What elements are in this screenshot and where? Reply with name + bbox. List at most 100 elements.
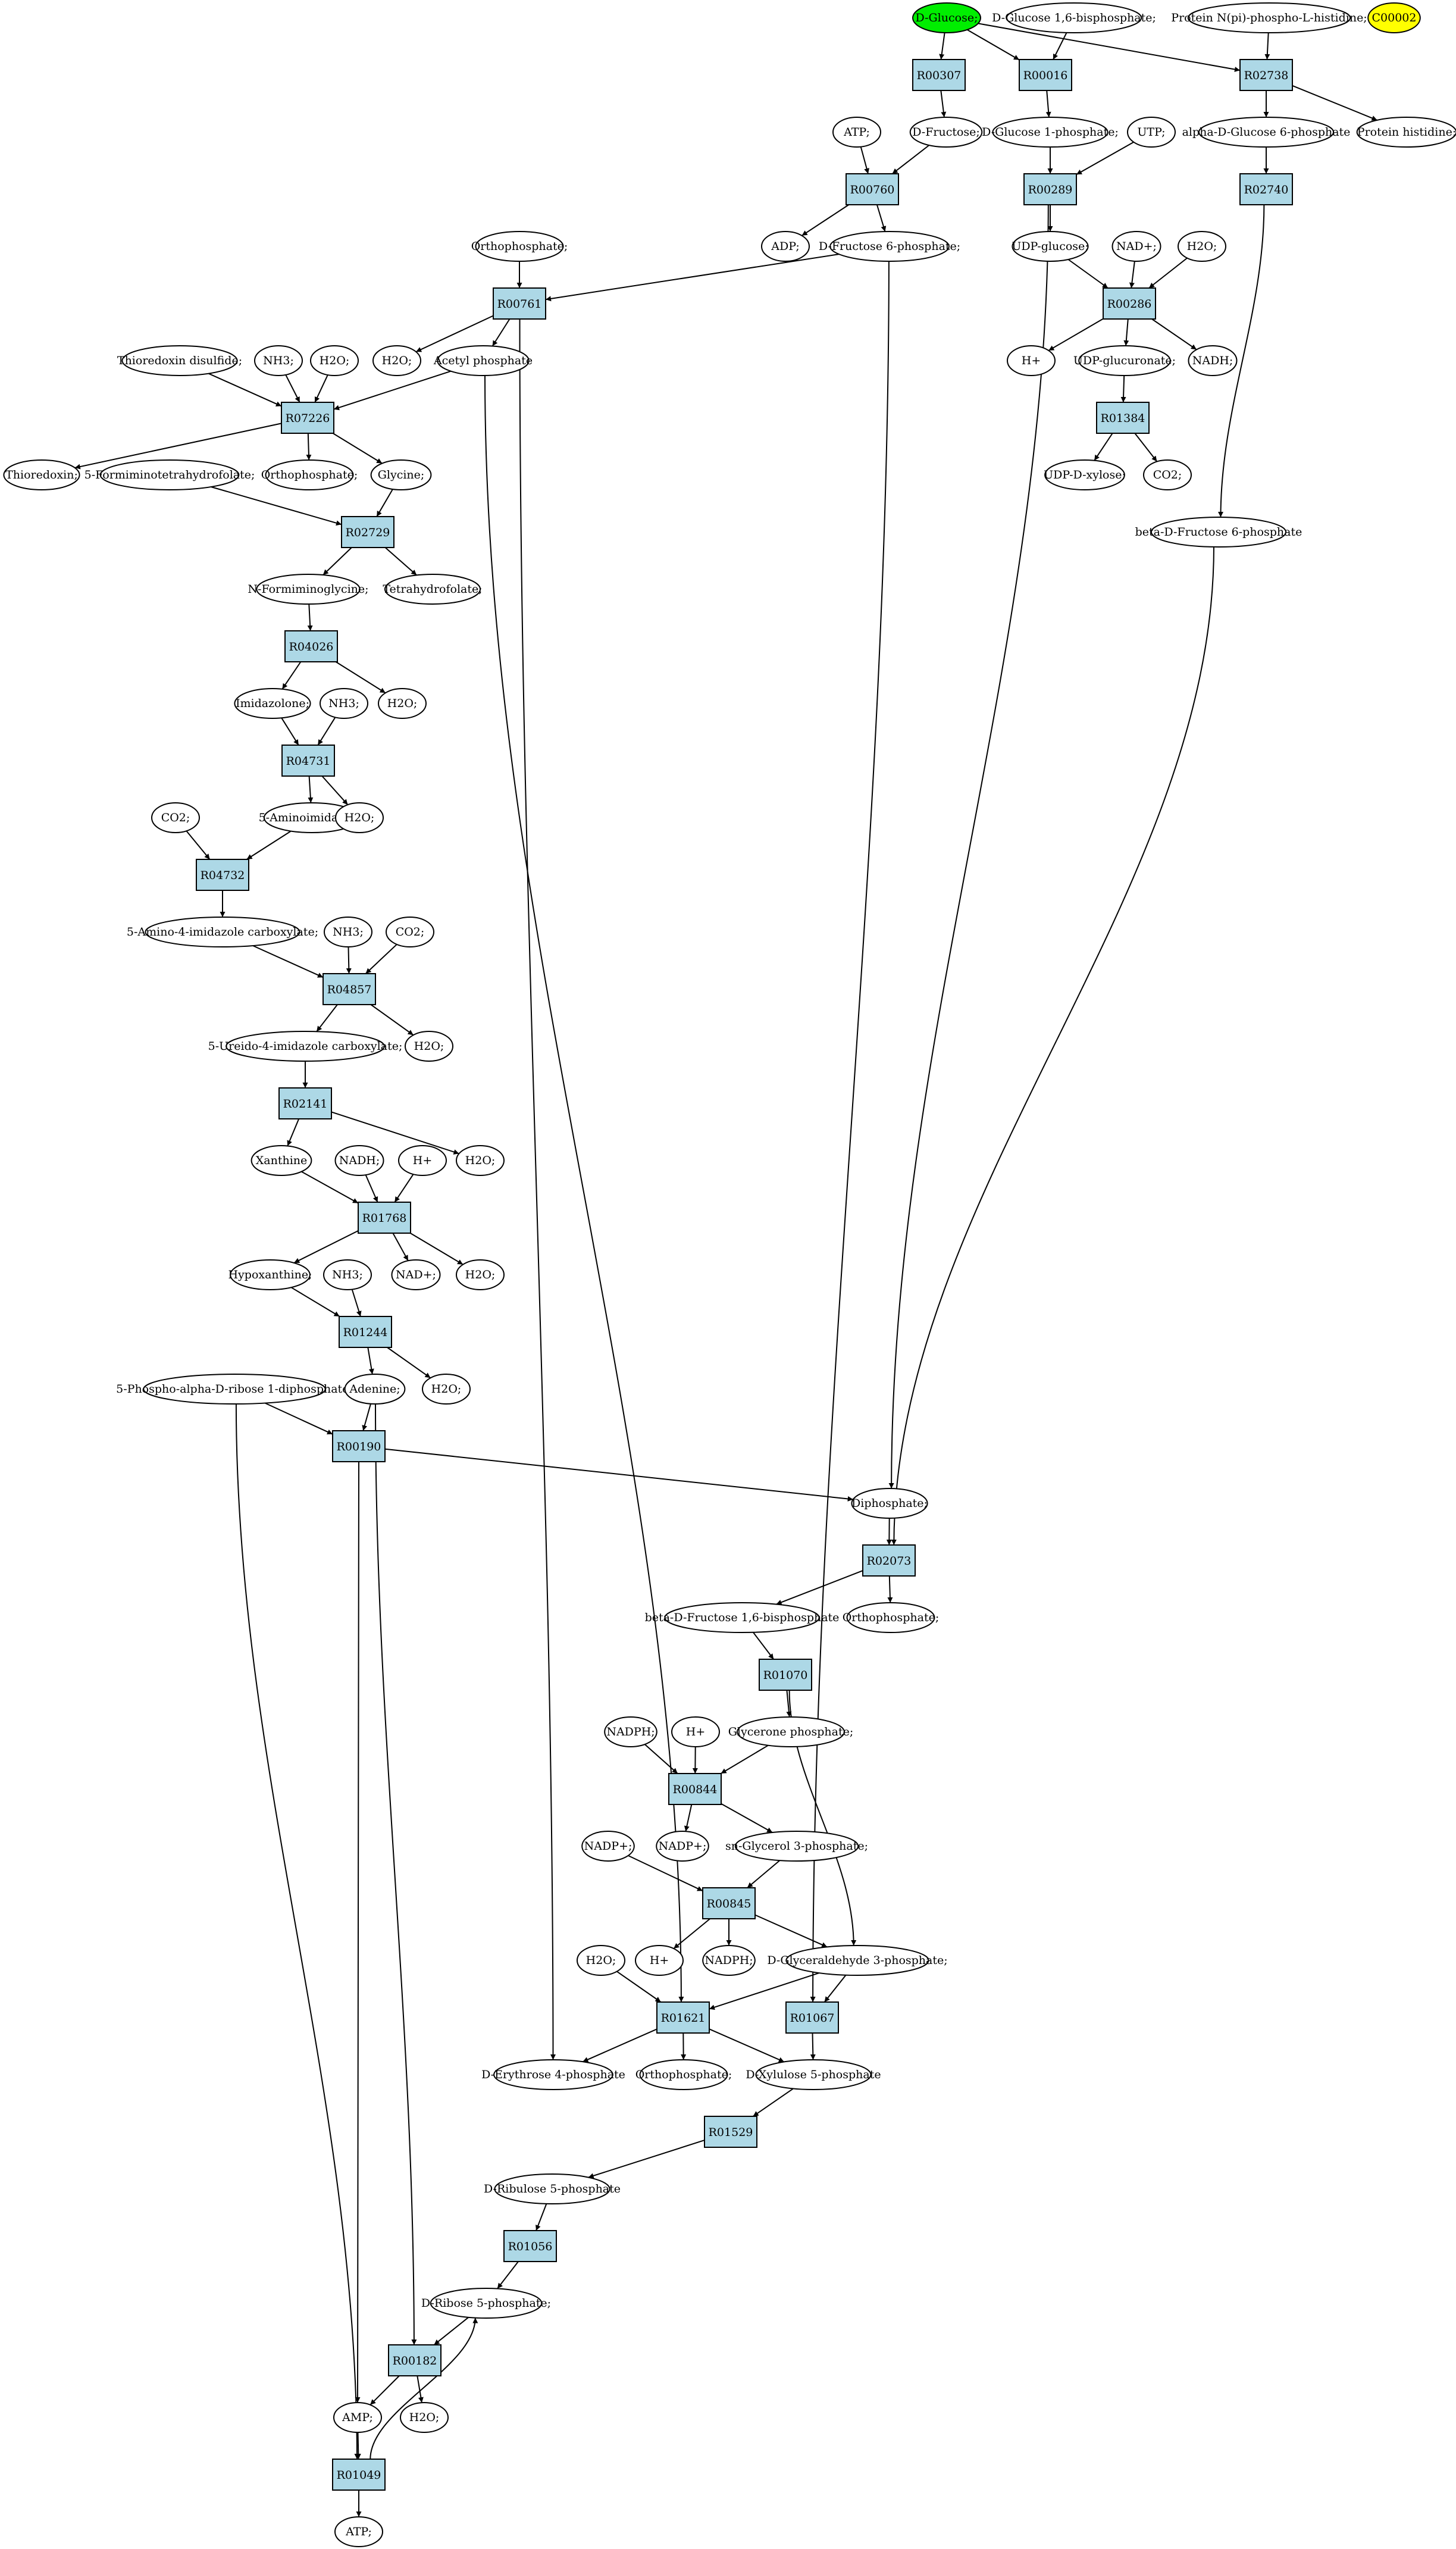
compound-node-prpp[interactable]: 5-Phospho-alpha-D-ribose 1-diphosphate; xyxy=(116,1374,353,1405)
compound-node-adenine[interactable]: Adenine; xyxy=(344,1374,406,1405)
reaction-node-r01244[interactable]: R01244 xyxy=(339,1316,392,1348)
compound-node-udp-glucuronate[interactable]: UDP-glucuronate; xyxy=(1073,345,1176,376)
compound-node-beta-d-fructose-6p[interactable]: beta-D-Fructose 6-phosphate xyxy=(1135,517,1302,548)
compound-node-h2o-6[interactable]: H2O; xyxy=(405,1031,453,1062)
reaction-node-r00286[interactable]: R00286 xyxy=(1103,287,1156,320)
compound-node-tetrahydrofolate[interactable]: Tetrahydrofolate; xyxy=(383,574,483,605)
compound-node-d-fructose[interactable]: D-Fructose; xyxy=(909,117,983,148)
compound-node-h-plus-2[interactable]: H+ xyxy=(398,1145,447,1176)
compound-node-nh3-4[interactable]: NH3; xyxy=(323,1259,372,1290)
reaction-node-r01056[interactable]: R01056 xyxy=(503,2230,557,2262)
compound-node-h2o-9[interactable]: H2O; xyxy=(422,1374,471,1405)
compound-node-co2-2[interactable]: CO2; xyxy=(151,802,200,833)
reaction-node-r02073[interactable]: R02073 xyxy=(862,1544,916,1577)
compound-node-orthophosphate-1[interactable]: Orthophosphate; xyxy=(471,231,568,262)
reaction-node-r01621[interactable]: R01621 xyxy=(656,2001,710,2034)
compound-node-d-glucose-1p[interactable]: D-Glucose 1-phosphate; xyxy=(982,117,1119,148)
reaction-node-r02740[interactable]: R02740 xyxy=(1239,173,1293,205)
compound-node-formiminothf[interactable]: 5-Formiminotetrahydrofolate; xyxy=(84,459,255,490)
compound-node-nadp-plus-2[interactable]: NADP+; xyxy=(656,1831,709,1862)
compound-node-nh3-2[interactable]: NH3; xyxy=(320,688,368,719)
compound-node-acetyl-phosphate[interactable]: Acetyl phosphate xyxy=(433,345,533,376)
compound-node-udp-glucose[interactable]: UDP-glucose; xyxy=(1012,231,1089,262)
reaction-node-r02141[interactable]: R02141 xyxy=(278,1087,332,1119)
compound-node-h2o-4[interactable]: H2O; xyxy=(378,688,427,719)
compound-node-h-plus-1[interactable]: H+ xyxy=(1007,345,1056,376)
compound-node-d-erythrose-4p[interactable]: D-Erythrose 4-phosphate xyxy=(481,2059,625,2090)
compound-node-h2o-10[interactable]: H2O; xyxy=(577,1945,625,1976)
compound-node-h2o-8[interactable]: H2O; xyxy=(456,1259,505,1290)
compound-node-h2o-11[interactable]: H2O; xyxy=(400,2402,449,2433)
compound-node-utp[interactable]: UTP; xyxy=(1127,117,1176,148)
reaction-node-r04731[interactable]: R04731 xyxy=(281,745,335,777)
compound-node-adp[interactable]: ADP; xyxy=(761,231,810,262)
compound-node-nh3-1[interactable]: NH3; xyxy=(254,345,303,376)
compound-node-h-plus-4[interactable]: H+ xyxy=(635,1945,684,1976)
compound-node-nadph-2[interactable]: NADPH; xyxy=(702,1945,756,1976)
compound-node-n-formiminoglycine[interactable]: N-Formiminoglycine; xyxy=(248,574,369,605)
reaction-node-r01070[interactable]: R01070 xyxy=(759,1659,812,1691)
compound-node-h2o-3[interactable]: H2O; xyxy=(310,345,359,376)
compound-node-atp-1[interactable]: ATP; xyxy=(832,117,881,148)
compound-node-d-glucose[interactable]: D-Glucose; xyxy=(912,2,981,33)
reaction-node-r00182[interactable]: R00182 xyxy=(388,2344,442,2376)
compound-node-diphosphate[interactable]: Diphosphate; xyxy=(851,1488,928,1519)
compound-node-hypoxanthine[interactable]: Hypoxanthine; xyxy=(228,1259,312,1290)
compound-node-orthophosphate-4[interactable]: Orthophosphate; xyxy=(635,2059,732,2090)
compound-node-d-fructose-6p[interactable]: D-Fructose 6-phosphate; xyxy=(819,231,960,262)
compound-node-thioredoxin-disulfide[interactable]: Thioredoxin disulfide; xyxy=(117,345,242,376)
compound-node-h2o-7[interactable]: H2O; xyxy=(456,1145,505,1176)
reaction-node-r01067[interactable]: R01067 xyxy=(785,2001,839,2034)
reaction-node-r04026[interactable]: R04026 xyxy=(284,630,338,662)
compound-node-nad-plus-1[interactable]: NAD+; xyxy=(1111,231,1161,262)
compound-node-nadp-plus-1[interactable]: NADP+; xyxy=(581,1831,635,1862)
reaction-node-r01529[interactable]: R01529 xyxy=(704,2116,757,2148)
compound-node-protein-histidine[interactable]: Protein histidine; xyxy=(1356,117,1456,148)
compound-node-udp-d-xylose[interactable]: UDP-D-xylose; xyxy=(1044,459,1126,490)
compound-node-nh3-3[interactable]: NH3; xyxy=(324,917,372,947)
compound-node-h-plus-3[interactable]: H+ xyxy=(671,1716,720,1747)
compound-node-d-xylulose-5p[interactable]: D-Xylulose 5-phosphate xyxy=(746,2059,881,2090)
reaction-node-r01049[interactable]: R01049 xyxy=(332,2459,386,2491)
compound-node-h2o-1[interactable]: H2O; xyxy=(1178,231,1226,262)
reaction-node-r00190[interactable]: R00190 xyxy=(332,1430,386,1462)
compound-node-d-glucose-16-bp[interactable]: D-Glucose 1,6-bisphosphate; xyxy=(992,2,1156,33)
compound-node-d-ribulose-5p[interactable]: D-Ribulose 5-phosphate xyxy=(484,2173,621,2204)
compound-node-c00002[interactable]: C00002 xyxy=(1367,2,1421,33)
reaction-node-r01768[interactable]: R01768 xyxy=(358,1202,411,1234)
reaction-node-r00845[interactable]: R00845 xyxy=(702,1887,756,1919)
compound-node-protein-nphos-his[interactable]: Protein N(pi)-phospho-L-histidine; xyxy=(1171,2,1367,33)
reaction-node-r00307[interactable]: R00307 xyxy=(912,59,966,91)
compound-node-orthophosphate-2[interactable]: Orthophosphate; xyxy=(261,459,358,490)
compound-node-orthophosphate-3[interactable]: Orthophosphate; xyxy=(843,1602,940,1633)
reaction-node-r00760[interactable]: R00760 xyxy=(846,173,899,205)
compound-node-h2o-5[interactable]: H2O; xyxy=(335,802,384,833)
compound-node-co2-3[interactable]: CO2; xyxy=(386,917,434,947)
reaction-node-r00761[interactable]: R00761 xyxy=(493,287,546,320)
reaction-node-r00289[interactable]: R00289 xyxy=(1023,173,1077,205)
compound-node-thioredoxin[interactable]: Thioredoxin; xyxy=(3,459,80,490)
reaction-node-r04732[interactable]: R04732 xyxy=(196,859,249,891)
compound-node-glycerone-phosphate[interactable]: Glycerone phosphate; xyxy=(728,1716,854,1747)
compound-node-sn-glycerol-3p[interactable]: sn-Glycerol 3-phosphate; xyxy=(725,1831,868,1862)
compound-node-amino-imidazole-carboxylate[interactable]: 5-Amino-4-imidazole carboxylate; xyxy=(127,917,318,947)
compound-node-beta-d-fructose-16-bp[interactable]: beta-D-Fructose 1,6-bisphosphate xyxy=(645,1602,840,1633)
compound-node-ureido-imidazole-carboxylate[interactable]: 5-Ureido-4-imidazole carboxylate; xyxy=(208,1031,403,1062)
compound-node-glycine[interactable]: Glycine; xyxy=(370,459,432,490)
reaction-node-r04857[interactable]: R04857 xyxy=(322,973,376,1005)
compound-node-alpha-d-glucose-6p[interactable]: alpha-D-Glucose 6-phosphate xyxy=(1182,117,1351,148)
reaction-node-r02729[interactable]: R02729 xyxy=(341,516,394,548)
compound-node-atp-2[interactable]: ATP; xyxy=(334,2516,383,2547)
reaction-node-r07226[interactable]: R07226 xyxy=(281,402,334,434)
reaction-node-r00844[interactable]: R00844 xyxy=(668,1773,722,1805)
reaction-node-r00016[interactable]: R00016 xyxy=(1019,59,1072,91)
reaction-node-r02738[interactable]: R02738 xyxy=(1239,59,1293,91)
compound-node-h2o-2[interactable]: H2O; xyxy=(372,345,421,376)
compound-node-nad-plus-2[interactable]: NAD+; xyxy=(391,1259,441,1290)
compound-node-amp[interactable]: AMP; xyxy=(333,2402,382,2433)
compound-node-nadph-1[interactable]: NADPH; xyxy=(604,1716,657,1747)
compound-node-d-glyceraldehyde-3p[interactable]: D-Glyceraldehyde 3-phosphate; xyxy=(767,1945,948,1976)
compound-node-nadh-1[interactable]: NADH; xyxy=(1188,345,1238,376)
compound-node-d-ribose-5p[interactable]: D-Ribose 5-phosphate; xyxy=(421,2288,551,2319)
compound-node-nadh-2[interactable]: NADH; xyxy=(334,1145,384,1176)
